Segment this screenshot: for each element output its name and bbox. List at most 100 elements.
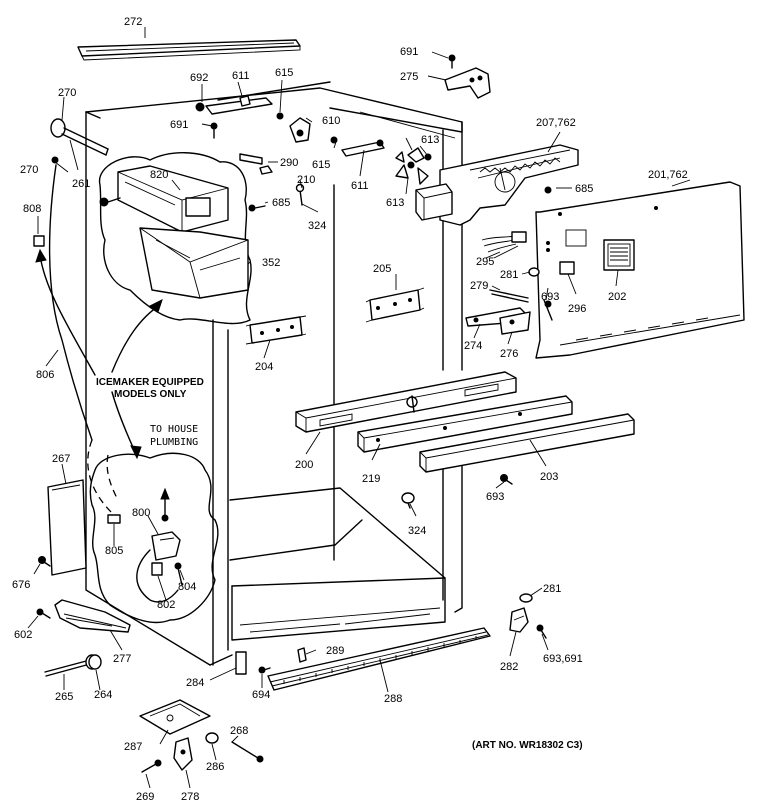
top-hinge <box>444 54 491 99</box>
callout-692: 692 <box>190 72 208 84</box>
callout-200: 200 <box>295 459 313 471</box>
icemaker-cloud-outline <box>98 152 252 325</box>
callout-201-762: 201,762 <box>648 169 688 181</box>
callout-288: 288 <box>384 693 402 705</box>
callout-270-top: 270 <box>58 87 76 99</box>
note-arrows <box>35 248 163 460</box>
callout-676: 676 <box>12 579 30 591</box>
callout-613-top: 613 <box>421 134 439 146</box>
ice-bin <box>139 227 249 299</box>
hinge-pin-assembly <box>50 118 109 164</box>
note-icemaker-line2: MODELS ONLY <box>114 389 187 400</box>
callout-281-top: 281 <box>500 269 518 281</box>
callout-802: 802 <box>157 599 175 611</box>
plug-808-shape <box>33 235 45 247</box>
thermostat-parts <box>465 267 553 335</box>
callout-693-top: 693 <box>541 291 559 303</box>
callout-labels: 272 691 275 270 692 611 615 691 610 613 … <box>12 16 688 803</box>
callout-202: 202 <box>608 291 626 303</box>
evaporator-housing <box>415 144 579 226</box>
callout-269: 269 <box>136 791 154 803</box>
callout-610: 610 <box>322 115 340 127</box>
callout-295: 295 <box>476 256 494 268</box>
callout-324-top: 324 <box>308 220 326 232</box>
callout-282: 282 <box>500 661 518 673</box>
cabinet-shell <box>85 81 463 666</box>
top-hardware <box>195 95 385 212</box>
callout-219: 219 <box>362 473 380 485</box>
callout-268: 268 <box>230 725 248 737</box>
callout-804: 804 <box>178 581 196 593</box>
callout-615-top: 615 <box>275 67 293 79</box>
callout-820: 820 <box>150 169 168 181</box>
callout-261: 261 <box>72 178 90 190</box>
callout-324-bottom: 324 <box>408 525 426 537</box>
mullion-203 <box>419 413 635 473</box>
callout-613-mid: 613 <box>386 197 404 209</box>
bracket-204 <box>245 315 307 345</box>
callout-615-mid: 615 <box>312 159 330 171</box>
callout-611-top: 611 <box>232 70 250 82</box>
callout-265: 265 <box>55 691 73 703</box>
callout-274: 274 <box>464 340 482 352</box>
callout-276: 276 <box>500 348 518 360</box>
fan-blade <box>395 147 432 185</box>
callout-204: 204 <box>255 361 273 373</box>
callout-207-762: 207,762 <box>536 117 576 129</box>
callout-279: 279 <box>470 280 488 292</box>
notes: ICEMAKER EQUIPPED MODELS ONLY TO HOUSE P… <box>96 377 583 751</box>
callout-691-mid: 691 <box>170 119 188 131</box>
plumbing-cloud-outline <box>89 452 219 624</box>
callout-296: 296 <box>568 303 586 315</box>
callout-286: 286 <box>206 761 224 773</box>
callout-685-right: 685 <box>575 183 593 195</box>
bottom-right-hardware <box>509 593 547 639</box>
note-icemaker-line1: ICEMAKER EQUIPPED <box>96 377 204 388</box>
callout-289: 289 <box>326 645 344 657</box>
callout-272: 272 <box>124 16 142 28</box>
callout-800: 800 <box>132 507 150 519</box>
mid-screws <box>401 474 513 509</box>
mullion-219 <box>357 395 573 453</box>
side-panel-267 <box>47 479 87 576</box>
callout-203: 203 <box>540 471 558 483</box>
callout-287: 287 <box>124 741 142 753</box>
callout-611-mid: 611 <box>351 180 369 192</box>
callout-691-top: 691 <box>400 46 418 58</box>
wire-harness <box>481 231 527 259</box>
callout-352: 352 <box>262 257 280 269</box>
mullion-200 <box>295 371 517 433</box>
callout-806: 806 <box>36 369 54 381</box>
icemaker-unit <box>99 165 229 233</box>
callout-805: 805 <box>105 545 123 557</box>
callout-275: 275 <box>400 71 418 83</box>
callout-277: 277 <box>113 653 131 665</box>
top-rail-part <box>77 39 301 61</box>
callout-685-left: 685 <box>272 197 290 209</box>
callout-264: 264 <box>94 689 112 701</box>
callout-602: 602 <box>14 629 32 641</box>
callout-808: 808 <box>23 203 41 215</box>
roller-assembly <box>44 654 102 677</box>
callout-205: 205 <box>373 263 391 275</box>
note-plumbing-line1: TO HOUSE <box>150 424 198 435</box>
bracket-205 <box>365 287 425 323</box>
bracket-277 <box>36 599 131 633</box>
callout-281-bottom: 281 <box>543 583 561 595</box>
callout-267: 267 <box>52 453 70 465</box>
callout-290: 290 <box>280 157 298 169</box>
callout-278: 278 <box>181 791 199 803</box>
callout-270-left: 270 <box>20 164 38 176</box>
callout-693-mid: 693 <box>486 491 504 503</box>
callout-210: 210 <box>297 174 315 186</box>
screw-676 <box>38 556 51 567</box>
control-panel <box>535 181 745 359</box>
bottom-clips <box>235 647 307 675</box>
leveling-assembly <box>139 699 264 773</box>
callout-694: 694 <box>252 689 270 701</box>
leader-lines <box>27 27 691 789</box>
note-plumbing-line2: PLUMBING <box>150 437 198 448</box>
art-number: (ART NO. WR18302 C3) <box>472 740 583 751</box>
